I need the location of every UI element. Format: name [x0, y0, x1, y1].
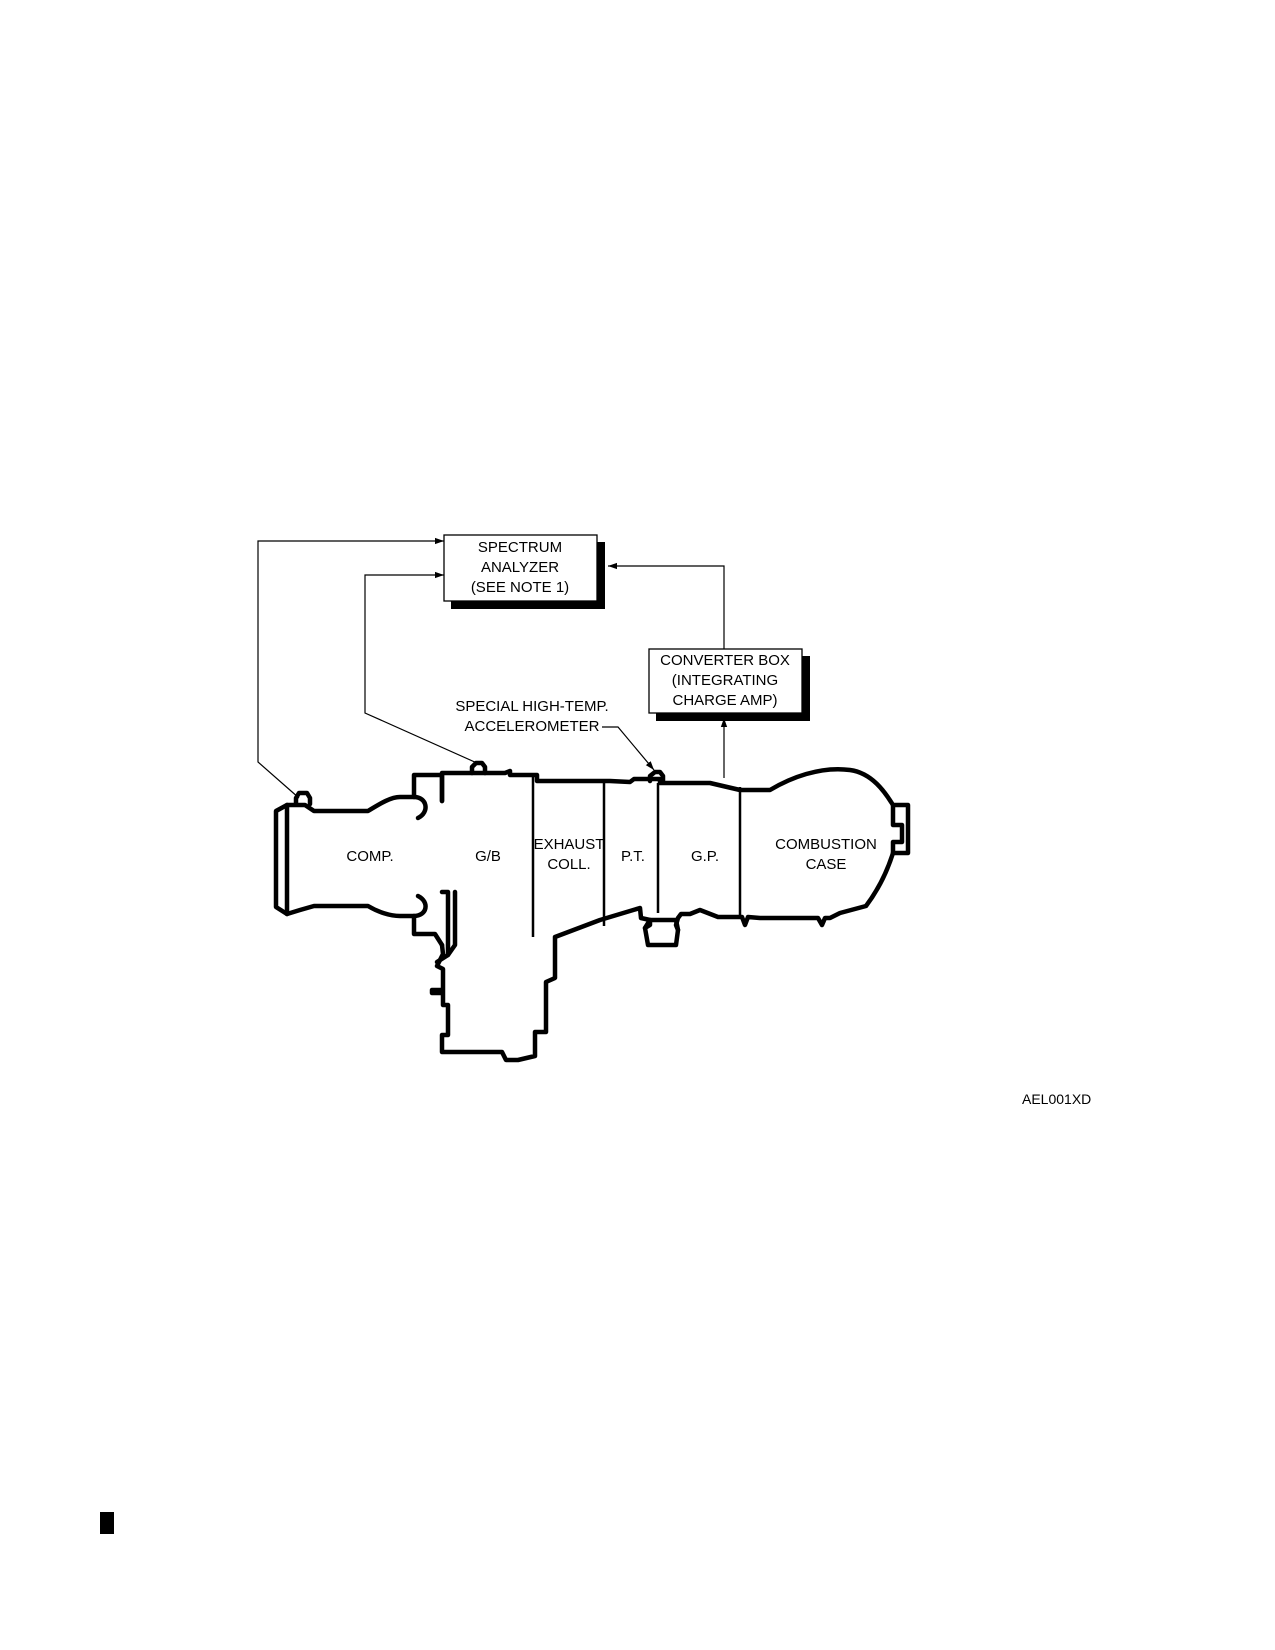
converter-box-line-1: CONVERTER BOX — [660, 652, 790, 669]
label-exhaust-line-2: COLL. — [547, 856, 590, 873]
compressor-outline — [273, 772, 445, 948]
converter-box: CONVERTER BOX (INTEGRATING CHARGE AMP) — [648, 648, 810, 721]
converter-box-line-3: CHARGE AMP) — [672, 692, 777, 709]
wire-comp-to-analyzer — [257, 537, 444, 799]
figure-id: AEL001XD — [1022, 1091, 1092, 1107]
accelerometer-label-line-1: SPECIAL HIGH-TEMP. — [455, 698, 608, 715]
gearbox-outline — [429, 767, 911, 1063]
engine-outline — [273, 760, 911, 1063]
spectrum-analyzer-box: SPECTRUM ANALYZER (SEE NOTE 1) — [443, 534, 605, 609]
spectrum-analyzer-line-1: SPECTRUM — [478, 539, 562, 556]
label-comp: COMP. — [346, 848, 393, 865]
wire-converter-to-analyzer — [608, 562, 725, 650]
label-pt: P.T. — [621, 848, 645, 865]
converter-box-line-2: (INTEGRATING — [672, 672, 778, 689]
label-combustion-line-1: COMBUSTION — [775, 836, 877, 853]
accelerometer-callout: SPECIAL HIGH-TEMP. ACCELEROMETER — [455, 698, 608, 735]
wire-gb-to-analyzer — [364, 571, 478, 764]
page-corner-mark — [100, 1512, 114, 1534]
accelerometer-leader-line — [602, 726, 655, 771]
label-exhaust-line-1: EXHAUST — [534, 836, 605, 853]
spectrum-analyzer-line-3: (SEE NOTE 1) — [471, 579, 569, 596]
label-gb: G/B — [475, 848, 501, 865]
label-gp: G.P. — [691, 848, 719, 865]
accelerometer-label-line-2: ACCELEROMETER — [464, 718, 599, 735]
label-combustion-line-2: CASE — [806, 856, 847, 873]
accelerometer-pad-gp — [647, 769, 666, 784]
accelerometer-pad-comp — [293, 790, 313, 807]
spectrum-analyzer-line-2: ANALYZER — [481, 559, 559, 576]
accelerometer-pad-gb — [469, 760, 488, 776]
